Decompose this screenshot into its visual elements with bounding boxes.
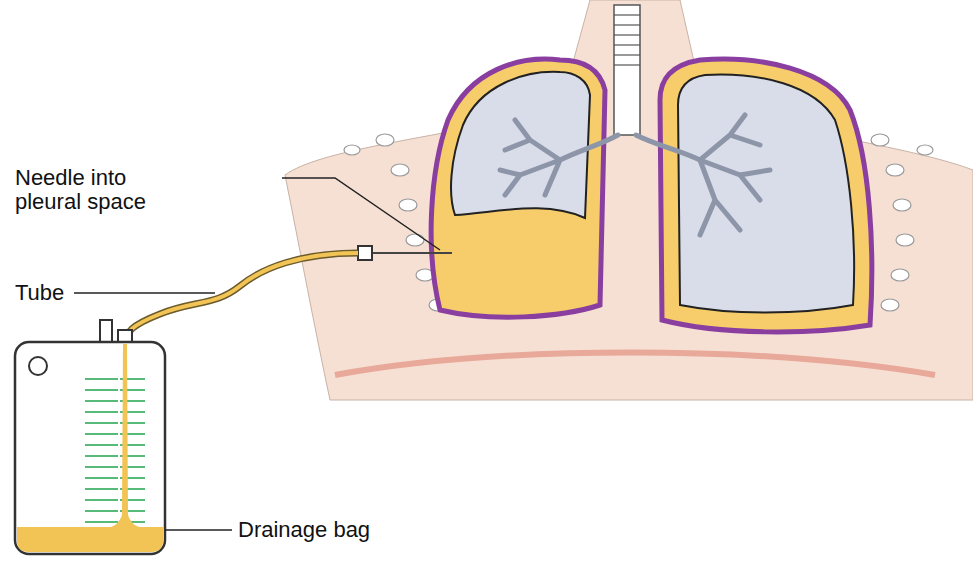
drainage-bag — [15, 342, 165, 554]
bag-label: Drainage bag — [238, 518, 438, 542]
pleural-space-left — [431, 59, 605, 317]
leader-line — [74, 292, 215, 294]
fluid-stream — [110, 344, 140, 527]
tube — [125, 253, 358, 345]
needle-label: Needle into pleural space — [15, 166, 180, 214]
diaphragm — [335, 353, 935, 376]
tube-label: Tube — [15, 281, 135, 305]
graduations — [85, 372, 145, 538]
hanger-hole — [29, 357, 47, 375]
lung-right — [678, 75, 854, 313]
tube-outline — [125, 253, 358, 345]
trachea — [614, 5, 640, 135]
pleura-right — [660, 59, 872, 332]
torso — [285, 0, 973, 400]
needle-hub — [358, 246, 372, 260]
leader-line — [282, 178, 440, 250]
bronchial-tree — [500, 115, 770, 235]
needle — [372, 252, 452, 254]
collected-fluid — [17, 527, 163, 552]
leader-line — [165, 529, 232, 531]
trachea-rings — [614, 15, 640, 65]
bag-port — [100, 320, 112, 342]
